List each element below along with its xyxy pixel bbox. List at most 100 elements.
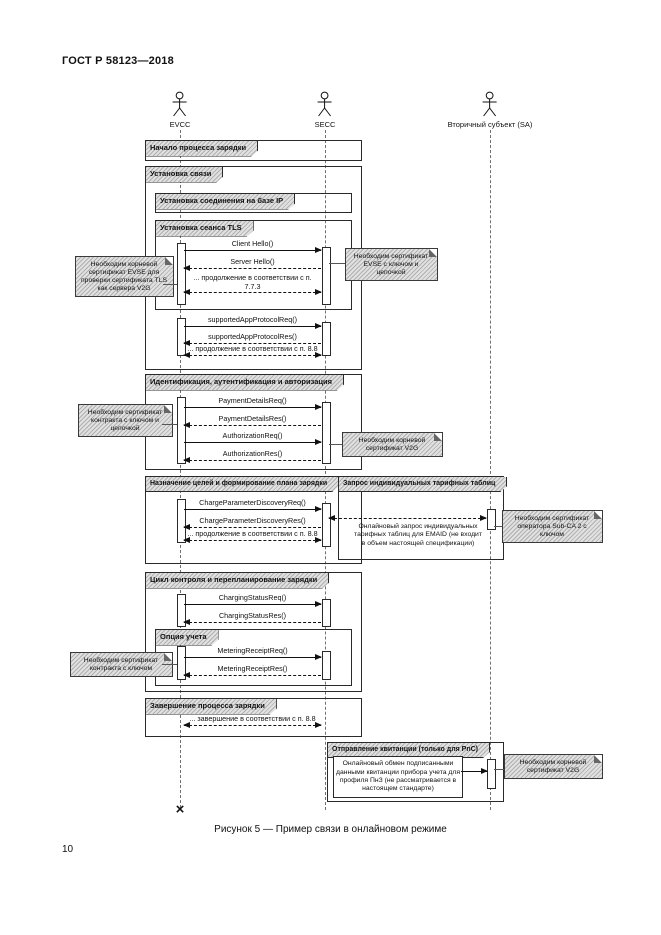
- activation-secc: [322, 322, 331, 356]
- frame-tls-label: Установка сеанса TLS: [156, 221, 254, 237]
- message-metering-receipt-req: MeteringReceiptReq(): [184, 646, 322, 660]
- message-line: [183, 618, 321, 625]
- activation-secc: [322, 247, 331, 305]
- message-payment-details-res: PaymentDetailsRes(): [183, 414, 321, 428]
- message-finish-continue: ... завершение в соответствии с п. 8.8: [183, 714, 322, 728]
- actor-evcc: EVCC: [169, 91, 191, 129]
- note-root-v2g-certificate-2: Необходим корневой сертификат V2G: [504, 754, 603, 780]
- note-subca-certificate: Необходим сертификат оператора Sub-CA 2 …: [502, 510, 603, 544]
- message-line: [183, 671, 321, 678]
- message-line: [183, 523, 321, 530]
- frame-target-label: Назначение целей и формирование плана за…: [146, 477, 339, 492]
- message-metering-receipt-res: MeteringReceiptRes(): [183, 664, 321, 678]
- message-line: [184, 505, 322, 512]
- frame-receipt: Отправление квитанции (только для PnC): [327, 742, 504, 802]
- message-app-continue: ... продолжение в соответствии с п. 8.8: [183, 344, 322, 358]
- frame-start-label: Начало процесса зарядки: [146, 141, 258, 157]
- message-authorization-res: AuthorizationRes(): [183, 449, 321, 463]
- frame-receipt-label: Отправление квитанции (только для PnC): [328, 743, 490, 758]
- message-authorization-req: AuthorizationReq(): [184, 431, 322, 445]
- message-label: MeteringReceiptReq(): [217, 646, 288, 655]
- frame-control-label: Цикл контроля и перепланирование зарядки: [146, 573, 329, 589]
- message-line: [183, 536, 322, 543]
- message-line: [183, 351, 322, 358]
- message-line: [184, 246, 322, 253]
- message-line: [183, 721, 322, 728]
- message-server-hello: Server Hello(): [183, 257, 321, 271]
- stick-figure-icon: [318, 91, 332, 117]
- activation-evcc: [177, 397, 186, 464]
- frame-finish: Завершение процесса зарядки: [145, 698, 362, 737]
- frame-setup-label: Установка связи: [146, 167, 223, 183]
- message-line: [184, 653, 322, 660]
- stick-figure-icon: [482, 91, 497, 117]
- message-app-protocol-res: supportedAppProtocolRes(): [183, 332, 321, 346]
- message-line: [183, 421, 321, 428]
- message-label: ChargeParameterDiscoveryRes(): [199, 516, 306, 525]
- message-label: AuthorizationRes(): [222, 449, 283, 458]
- document-header: ГОСТ Р 58123—2018: [62, 55, 174, 67]
- message-label: ... завершение в соответствии с п. 8.8: [189, 714, 316, 723]
- message-line: [184, 322, 322, 329]
- message-line: [184, 438, 322, 445]
- message-line: [184, 403, 322, 410]
- message-label: ChargeParameterDiscoveryReq(): [199, 498, 306, 507]
- note-root-v2g-certificate: Необходим корневой сертификат V2G: [342, 432, 443, 458]
- note-evse-certificate: Необходим сертификат EVSE с ключом и цеп…: [345, 248, 438, 282]
- receipt-exchange-text: Онлайновый обмен подписанными данными кв…: [336, 760, 461, 793]
- message-payment-details-req: PaymentDetailsReq(): [184, 396, 322, 410]
- actor-sa: Вторичный субъект (SA): [447, 91, 533, 129]
- message-tariff-line: [328, 515, 487, 521]
- message-line: [184, 600, 322, 607]
- actor-sa-label: Вторичный субъект (SA): [447, 120, 533, 129]
- activation-secc: [322, 402, 331, 464]
- message-label: PaymentDetailsRes(): [218, 414, 287, 423]
- note-connector: [163, 284, 177, 285]
- note-connector: [162, 424, 177, 425]
- frame-ip: Установка соединения на базе IP: [155, 193, 352, 213]
- note-connector: [162, 664, 177, 665]
- message-label: MeteringReceiptRes(): [217, 664, 288, 673]
- lifeline-secc: [325, 130, 326, 810]
- frame-target: Назначение целей и формирование плана за…: [145, 476, 362, 564]
- message-line: [183, 264, 321, 271]
- message-label: Client Hello(): [231, 239, 274, 248]
- message-label: PaymentDetailsReq(): [218, 396, 287, 405]
- lifeline-end-x-icon: ×: [175, 801, 185, 818]
- frame-metering-label: Опция учета: [156, 630, 219, 646]
- activation-evcc: [177, 243, 186, 305]
- frame-control: Цикл контроля и перепланирование зарядки: [145, 572, 362, 692]
- actor-evcc-label: EVCC: [169, 120, 191, 129]
- frame-tariff-label: Запрос индивидуальных тарифных таблиц: [339, 477, 507, 492]
- frame-finish-label: Завершение процесса зарядки: [146, 699, 277, 715]
- actor-secc-label: SECC: [314, 120, 336, 129]
- message-app-protocol-req: supportedAppProtocolReq(): [184, 315, 322, 329]
- message-receipt-line: [461, 768, 488, 774]
- message-label: Server Hello(): [230, 257, 275, 266]
- activation-sa: [487, 759, 496, 789]
- message-charging-status-req: ChargingStatusReq(): [184, 593, 322, 607]
- frame-ip-label: Установка соединения на базе IP: [156, 194, 295, 210]
- message-charge-param-res: ChargeParameterDiscoveryRes(): [183, 516, 321, 530]
- tariff-request-text: Онлайновый запрос индивидуальных тарифны…: [354, 523, 482, 547]
- frame-metering: Опция учета: [155, 629, 352, 686]
- activation-secc: [322, 651, 331, 680]
- message-label: supportedAppProtocolRes(): [208, 332, 297, 341]
- frame-auth-label: Идентификация, аутентификация и авториза…: [146, 375, 344, 391]
- activation-evcc: [177, 594, 186, 627]
- actor-secc: SECC: [314, 91, 336, 129]
- message-label: ChargingStatusRes(): [218, 611, 287, 620]
- activation-evcc: [177, 646, 186, 680]
- note-connector: [329, 444, 342, 445]
- receipt-exchange-box: Онлайновый обмен подписанными данными кв…: [333, 756, 463, 798]
- message-label: ... продолжение в соответствии с п. 7.7.…: [193, 273, 312, 291]
- message-line: [183, 456, 321, 463]
- note-connector: [494, 769, 504, 770]
- stick-figure-icon: [173, 91, 187, 117]
- activation-secc: [322, 503, 331, 547]
- message-label: ChargingStatusReq(): [218, 593, 287, 602]
- message-client-hello: Client Hello(): [184, 239, 322, 253]
- activation-evcc: [177, 318, 186, 356]
- frame-setup: Установка связи: [145, 166, 362, 370]
